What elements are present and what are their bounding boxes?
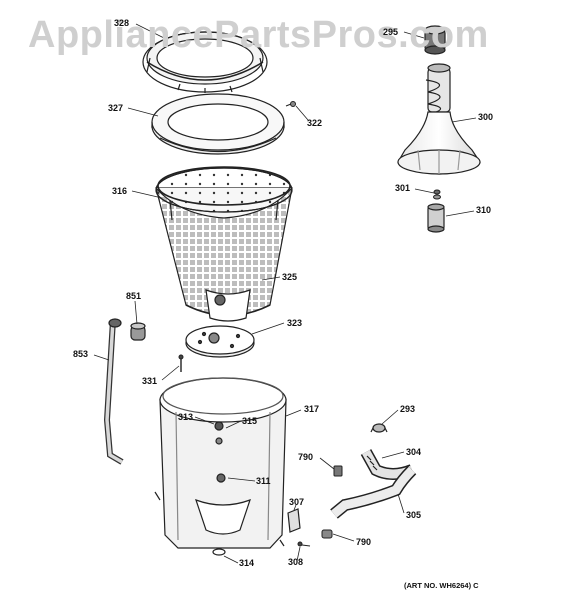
- agitator-part-300: [397, 63, 481, 175]
- tub-cover-part-328: [142, 31, 268, 93]
- screw-part-308: [297, 541, 311, 547]
- callout-315: 315: [242, 416, 258, 426]
- bracket-part-307: [287, 508, 301, 533]
- screw-part-322: [285, 101, 296, 107]
- drain-hose-part-305: [330, 465, 417, 519]
- callout-300: 300: [478, 112, 494, 122]
- leader-lines: [93, 23, 477, 564]
- callout-325: 325: [282, 272, 298, 282]
- art-number: (ART NO. WH6264) C: [404, 581, 479, 590]
- rod-cap-part-851: [130, 322, 146, 341]
- o-ring-part-314: [212, 548, 226, 556]
- callout-293: 293: [400, 404, 416, 414]
- callout-853: 853: [73, 349, 89, 359]
- hose-clamp-part-293: [370, 423, 388, 433]
- callout-327: 327: [108, 103, 124, 113]
- washer-part-301: [433, 189, 441, 200]
- callout-305: 305: [406, 510, 422, 520]
- callout-331: 331: [142, 376, 158, 386]
- callout-301: 301: [395, 183, 411, 193]
- callout-851: 851: [126, 291, 142, 301]
- callout-328: 328: [114, 18, 130, 28]
- callout-310: 310: [476, 205, 492, 215]
- wash-basket-part-316: [155, 166, 293, 322]
- callout-322: 322: [307, 118, 323, 128]
- callout-304: 304: [406, 447, 422, 457]
- callout-307: 307: [289, 497, 305, 507]
- callout-311: 311: [256, 476, 271, 486]
- bushing-part-310: [427, 203, 445, 233]
- screw-part-331: [178, 354, 184, 372]
- callout-790-upper: 790: [298, 452, 314, 462]
- callout-323: 323: [287, 318, 303, 328]
- callout-790-lower: 790: [356, 537, 372, 547]
- hub-plate-part-323: [185, 325, 255, 358]
- callout-295: 295: [383, 27, 399, 37]
- callout-308: 308: [288, 557, 304, 567]
- callout-317: 317: [304, 404, 320, 414]
- callout-316: 316: [112, 186, 128, 196]
- hose-clip-part-790-upper: [333, 465, 343, 477]
- callout-314: 314: [239, 558, 255, 568]
- balance-ring-part-327: [151, 93, 285, 155]
- suspension-rod-part-853: [103, 318, 124, 465]
- callout-313: 313: [178, 412, 194, 422]
- agitator-cap-part-295: [424, 25, 446, 55]
- outer-tub-part-317: [154, 377, 287, 549]
- hose-clip-part-790-lower: [321, 529, 333, 539]
